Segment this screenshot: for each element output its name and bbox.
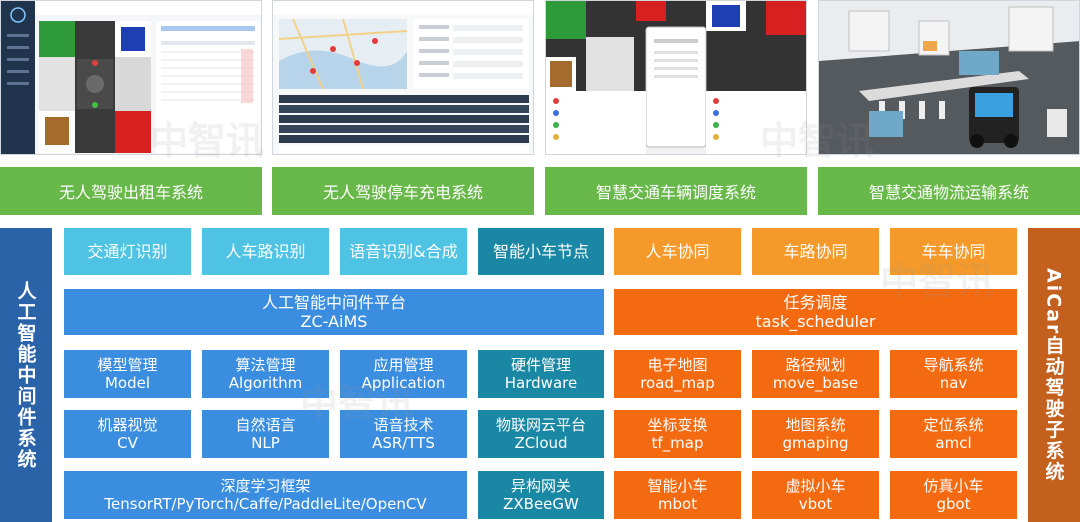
item-label: 交通灯识别 bbox=[87, 241, 168, 261]
item-en: ASR/TTS bbox=[372, 434, 435, 452]
app-label-text: 智慧交通物流运输系统 bbox=[868, 183, 1029, 202]
item-cn: 仿真小车 bbox=[923, 477, 984, 495]
item-en: TensorRT/PyTorch/Caffe/PaddleLite/OpenCV bbox=[104, 495, 427, 513]
item-en: ZCloud bbox=[514, 434, 568, 452]
item-label: 智能小车节点 bbox=[492, 241, 589, 261]
item-en: Hardware bbox=[504, 374, 578, 392]
item-simulation-car: 仿真小车 gbot bbox=[890, 471, 1017, 519]
left-system-title-text: 人工智能中间件系统 bbox=[14, 280, 37, 470]
app-label-text: 智慧交通车辆调度系统 bbox=[595, 183, 756, 202]
item-speech-recognition-synthesis: 语音识别&合成 bbox=[340, 228, 467, 275]
item-en: road_map bbox=[640, 374, 715, 392]
item-en: nav bbox=[939, 374, 968, 392]
screenshot-logistics-photo bbox=[818, 0, 1080, 155]
item-hardware-management: 硬件管理 Hardware bbox=[478, 350, 604, 398]
item-cn: 智能小车 bbox=[647, 477, 708, 495]
item-en: ZXBeeGW bbox=[503, 495, 579, 513]
item-cn: 任务调度 bbox=[783, 292, 848, 312]
item-cn: 异构网关 bbox=[510, 477, 571, 495]
item-en: vbot bbox=[798, 495, 833, 513]
item-en: Algorithm bbox=[228, 374, 303, 392]
item-person-vehicle-road-recognition: 人车路识别 bbox=[202, 228, 329, 275]
item-en: ZC-AiMS bbox=[300, 312, 368, 331]
item-cn: 定位系统 bbox=[923, 416, 984, 434]
item-en: NLP bbox=[251, 434, 280, 452]
dispatch-app-graphic bbox=[546, 1, 806, 154]
item-label: 车路协同 bbox=[783, 241, 848, 261]
parking-dashboard-graphic bbox=[273, 1, 533, 153]
item-en: Model bbox=[104, 374, 151, 392]
item-cn: 深度学习框架 bbox=[220, 477, 311, 495]
app-label-parking: 无人驾驶停车充电系统 bbox=[272, 167, 534, 215]
item-traffic-light-recognition: 交通灯识别 bbox=[64, 228, 191, 275]
item-label: 语音识别&合成 bbox=[349, 241, 458, 261]
item-en: mbot bbox=[657, 495, 698, 513]
app-label-logistics: 智慧交通物流运输系统 bbox=[818, 167, 1080, 215]
item-vehicle-vehicle-cooperation: 车车协同 bbox=[890, 228, 1017, 275]
item-smart-car-node: 智能小车节点 bbox=[478, 228, 604, 275]
item-coordinate-transform: 坐标变换 tf_map bbox=[614, 410, 741, 458]
item-ai-middleware-platform: 人工智能中间件平台 ZC-AiMS bbox=[64, 289, 604, 335]
item-cn: 地图系统 bbox=[785, 416, 846, 434]
item-speech-technology: 语音技术 ASR/TTS bbox=[340, 410, 467, 458]
screenshot-parking-system bbox=[272, 0, 534, 155]
screenshot-dispatch-system bbox=[545, 0, 807, 155]
item-cn: 物联网云平台 bbox=[495, 416, 586, 434]
item-algorithm-management: 算法管理 Algorithm bbox=[202, 350, 329, 398]
item-computer-vision: 机器视觉 CV bbox=[64, 410, 191, 458]
item-natural-language: 自然语言 NLP bbox=[202, 410, 329, 458]
item-localization-system: 定位系统 amcl bbox=[890, 410, 1017, 458]
right-system-title: AiCar自动驾驶子系统 bbox=[1028, 228, 1080, 522]
item-map-system: 地图系统 gmaping bbox=[752, 410, 879, 458]
item-cn: 电子地图 bbox=[647, 356, 708, 374]
item-en: amcl bbox=[935, 434, 972, 452]
screenshot-taxi-system bbox=[0, 0, 262, 155]
app-label-taxi: 无人驾驶出租车系统 bbox=[0, 167, 262, 215]
item-cn: 算法管理 bbox=[235, 356, 296, 374]
item-smart-car: 智能小车 mbot bbox=[614, 471, 741, 519]
item-en: tf_map bbox=[651, 434, 704, 452]
item-path-planning: 路径规划 move_base bbox=[752, 350, 879, 398]
item-en: Application bbox=[361, 374, 446, 392]
item-en: CV bbox=[117, 434, 138, 452]
item-en: task_scheduler bbox=[755, 312, 876, 331]
item-cn: 虚拟小车 bbox=[785, 477, 846, 495]
item-cn: 导航系统 bbox=[923, 356, 984, 374]
item-iot-cloud-platform: 物联网云平台 ZCloud bbox=[478, 410, 604, 458]
item-cn: 硬件管理 bbox=[510, 356, 571, 374]
item-label: 人车协同 bbox=[645, 241, 710, 261]
item-electronic-map: 电子地图 road_map bbox=[614, 350, 741, 398]
item-task-scheduler: 任务调度 task_scheduler bbox=[614, 289, 1017, 335]
item-cn: 语音技术 bbox=[373, 416, 434, 434]
right-title-cn: 自动驾驶子系统 bbox=[1042, 335, 1065, 483]
item-en: move_base bbox=[772, 374, 859, 392]
item-cn: 模型管理 bbox=[97, 356, 158, 374]
item-en: gbot bbox=[936, 495, 971, 513]
item-application-management: 应用管理 Application bbox=[340, 350, 467, 398]
item-cn: 机器视觉 bbox=[97, 416, 158, 434]
item-model-management: 模型管理 Model bbox=[64, 350, 191, 398]
right-title-latin: AiCar bbox=[1042, 267, 1065, 336]
item-label: 人车路识别 bbox=[225, 241, 306, 261]
item-heterogeneous-gateway: 异构网关 ZXBeeGW bbox=[478, 471, 604, 519]
item-cn: 坐标变换 bbox=[647, 416, 708, 434]
item-virtual-car: 虚拟小车 vbot bbox=[752, 471, 879, 519]
item-label: 车车协同 bbox=[921, 241, 986, 261]
app-label-text: 无人驾驶出租车系统 bbox=[58, 183, 203, 202]
item-navigation-system: 导航系统 nav bbox=[890, 350, 1017, 398]
item-cn: 路径规划 bbox=[785, 356, 846, 374]
logistics-photo-graphic bbox=[819, 1, 1079, 154]
item-vehicle-road-cooperation: 车路协同 bbox=[752, 228, 879, 275]
right-system-title-text: AiCar自动驾驶子系统 bbox=[1041, 268, 1068, 482]
item-en: gmaping bbox=[782, 434, 849, 452]
item-cn: 自然语言 bbox=[235, 416, 296, 434]
item-human-vehicle-cooperation: 人车协同 bbox=[614, 228, 741, 275]
app-label-dispatch: 智慧交通车辆调度系统 bbox=[545, 167, 807, 215]
left-system-title: 人工智能中间件系统 bbox=[0, 228, 52, 522]
app-label-text: 无人驾驶停车充电系统 bbox=[322, 183, 483, 202]
taxi-dashboard-graphic bbox=[1, 1, 261, 154]
item-deep-learning-framework: 深度学习框架 TensorRT/PyTorch/Caffe/PaddleLite… bbox=[64, 471, 467, 519]
item-cn: 人工智能中间件平台 bbox=[261, 292, 406, 312]
item-cn: 应用管理 bbox=[373, 356, 434, 374]
